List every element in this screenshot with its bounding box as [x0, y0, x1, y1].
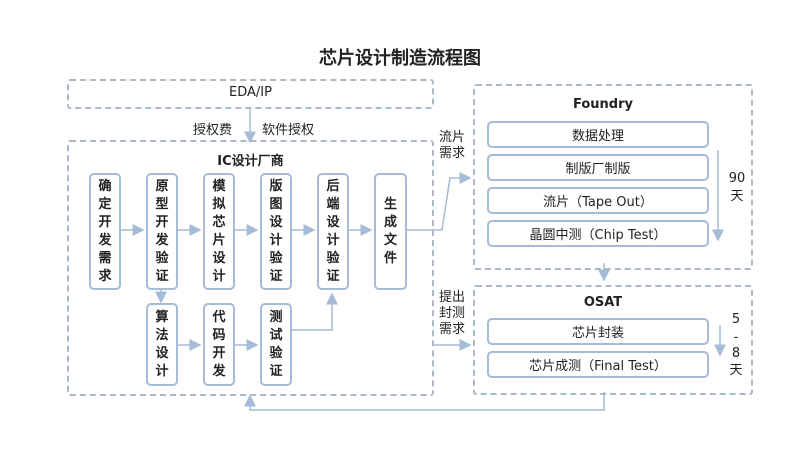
step-analog-design: 模拟芯片设计 [203, 173, 235, 290]
osat-duration-top: 5 [731, 312, 741, 327]
step-prototype-validation: 原型开发验证 [146, 173, 178, 290]
ic-design-label: IC设计厂商 [217, 154, 284, 169]
osat-label: OSAT [583, 295, 623, 310]
software-license-label: 软件授权 [262, 123, 315, 138]
step-requirements: 确定开发需求 [89, 173, 121, 290]
foundry-step-chip-test: 晶圆中测（Chip Test） [487, 220, 709, 247]
osat-duration-dash: - [733, 330, 739, 345]
ic-design-box [67, 140, 434, 396]
osat-step-final-test: 芯片成测（Final Test） [487, 351, 709, 378]
foundry-step-tape-out: 流片（Tape Out） [487, 187, 709, 214]
eda-ip-label: EDA/IP [229, 85, 272, 100]
foundry-label: Foundry [573, 97, 633, 112]
tapeout-request-label: 流片需求 [438, 130, 465, 161]
step-algorithm-design: 算法设计 [146, 303, 178, 386]
osat-step-packaging: 芯片封装 [487, 318, 709, 345]
step-backend-validation: 后端设计验证 [317, 173, 349, 290]
step-layout-validation: 版图设计验证 [260, 173, 292, 290]
eda-ip-box [67, 79, 434, 109]
step-test-validation: 测试验证 [260, 303, 292, 386]
osat-box [473, 285, 753, 395]
foundry-box [473, 84, 753, 270]
foundry-step-data-processing: 数据处理 [487, 121, 709, 148]
diagram-title: 芯片设计制造流程图 [319, 48, 481, 69]
step-generate-files: 生成文件 [374, 173, 407, 290]
osat-duration-bottom: 8天 [729, 346, 743, 378]
foundry-step-mask-making: 制版厂制版 [487, 154, 709, 181]
license-fee-label: 授权费 [193, 123, 233, 138]
foundry-duration: 90天 [728, 171, 746, 204]
packaging-request-label: 提出封测需求 [438, 290, 465, 337]
step-code-development: 代码开发 [203, 303, 235, 386]
